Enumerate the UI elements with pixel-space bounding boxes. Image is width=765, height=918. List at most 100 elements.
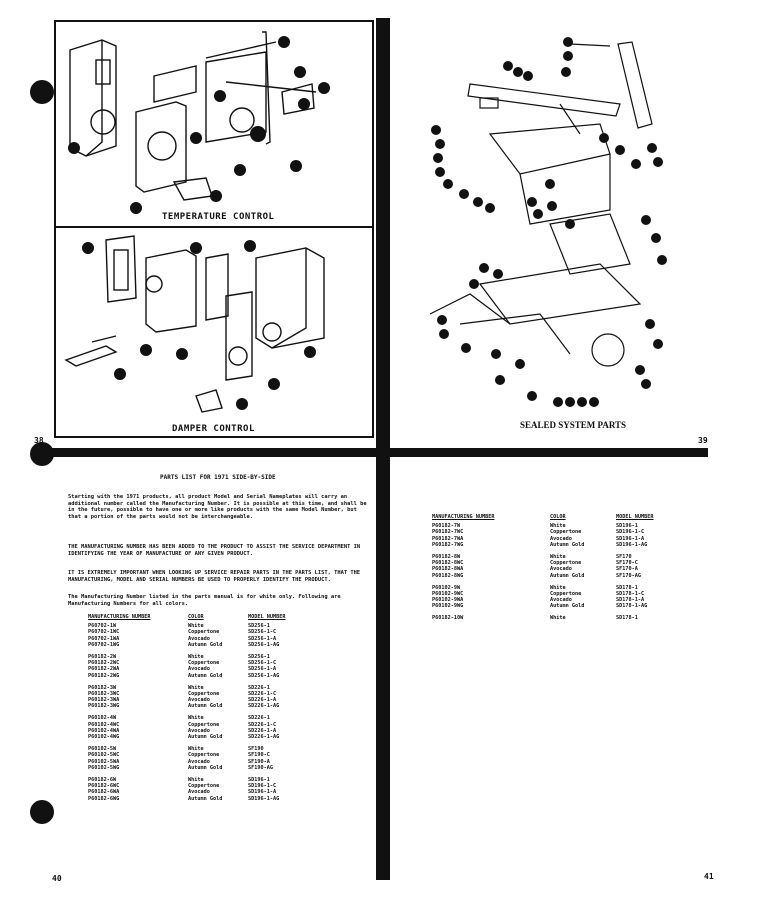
color-cell: White	[188, 746, 204, 753]
notice-paragraph: IT IS EXTREMELY IMPORTANT WHEN LOOKING U…	[68, 570, 361, 583]
model-number-cell: SD196-1-A	[248, 789, 277, 796]
mfg-number-cell: P60182-8WC	[432, 560, 464, 567]
color-cell: Autumn Gold	[188, 734, 223, 740]
color-cell: White	[550, 553, 566, 560]
page-number: 39	[698, 436, 708, 445]
model-number-cell: SD256-1-A	[248, 635, 277, 642]
model-number-cell: SD226-1-A	[248, 697, 277, 704]
color-cell: White	[550, 584, 566, 591]
temperature-control-diagram	[54, 20, 374, 228]
model-number-cell: SD178-1	[616, 615, 638, 622]
mfg-number-cell: P60182-2WC	[88, 660, 120, 667]
mfg-number-cell: P60182-7W	[432, 523, 461, 530]
mfg-number-cell: P60182-2WA	[88, 666, 120, 673]
mfg-number-cell: P60182-3W	[88, 684, 117, 691]
mfg-number-cell: P60102-5WC	[88, 752, 120, 759]
punch-hole	[30, 800, 54, 824]
notice-paragraph: The Manufacturing Number listed in the p…	[68, 594, 341, 607]
model-number-cell: SF170	[616, 553, 632, 560]
mfg-number-cell: P60102-4W	[88, 715, 117, 722]
mfg-number-cell: P60182-8WG	[432, 572, 464, 579]
color-cell: Autumn Gold	[188, 641, 223, 648]
model-number-cell: SD226-1-A	[248, 727, 277, 734]
mfg-number-cell: P60102-5WG	[88, 764, 120, 771]
model-number-cell: SD178-1-AG	[616, 603, 648, 610]
color-cell: Autumn Gold	[550, 603, 585, 610]
page-divider-bar	[40, 448, 708, 457]
model-number-cell: SD256-1-A	[248, 666, 277, 673]
color-cell: White	[550, 615, 566, 622]
column-header: MODEL NUMBER	[248, 614, 286, 620]
model-number-cell: SF170-A	[616, 566, 638, 573]
sealed-system-caption: SEALED SYSTEM PARTS	[520, 420, 627, 430]
mfg-number-cell: P60102-9WC	[432, 590, 464, 597]
punch-hole	[30, 80, 54, 104]
column-header: COLOR	[550, 514, 566, 520]
color-cell: Avocado	[188, 666, 210, 673]
model-number-cell: SF170-C	[616, 560, 638, 567]
color-cell: Coppertone	[188, 690, 220, 697]
mfg-number-cell: P60702-1WC	[88, 629, 120, 636]
model-number-cell: SF190-A	[248, 758, 270, 765]
mfg-number-cell: P60182-7WA	[432, 535, 464, 542]
color-cell: Autumn Gold	[550, 572, 585, 579]
color-cell: White	[188, 776, 204, 783]
color-cell: Avocado	[188, 789, 210, 796]
mfg-number-cell: P60702-1W	[88, 623, 117, 630]
model-number-cell: SD256-1-AG	[248, 641, 280, 648]
table-row: P60182-6W White SD196-1	[88, 777, 318, 783]
mfg-number-cell: P60182-3WG	[88, 703, 120, 710]
mfg-number-cell: P60102-4WC	[88, 721, 120, 728]
mfg-number-cell: P60182-3WA	[88, 697, 120, 704]
model-number-cell: SD226-1	[248, 715, 270, 722]
model-number-cell: SF170-AG	[616, 572, 641, 579]
model-number-cell: SD256-1-C	[248, 629, 277, 636]
column-header: MANUFACTURING NUMBER	[432, 514, 495, 520]
page-number: 40	[52, 874, 62, 883]
mfg-number-cell: P60182-6WG	[88, 795, 120, 802]
model-number-cell: SD196-1-C	[616, 529, 645, 536]
model-number-cell: SD256-1-AG	[248, 672, 280, 679]
table-header: MANUFACTURING NUMBER COLOR MODEL NUMBER	[432, 514, 686, 520]
model-number-cell: SD196-1	[248, 776, 270, 783]
color-cell: Autumn Gold	[188, 672, 223, 679]
color-cell: Avocado	[188, 635, 210, 642]
color-cell: Autumn Gold	[550, 541, 585, 548]
sealed-system-illustration	[429, 37, 667, 407]
intro-paragraph: Starting with the 1971 products, all pro…	[68, 494, 367, 520]
color-cell: Autumn Gold	[188, 764, 223, 771]
mfg-number-cell: P60182-8W	[432, 553, 461, 560]
mfg-number-cell: P60102-4WA	[88, 727, 120, 734]
mfg-number-cell: P60182-6W	[88, 776, 117, 783]
color-cell: Coppertone	[550, 590, 582, 597]
model-number-cell: SD196-1-AG	[616, 541, 648, 548]
model-number-cell: SD226-1-AG	[248, 703, 280, 710]
model-number-cell: SD178-1	[616, 584, 638, 591]
mfg-number-cell: P60702-1WA	[88, 635, 120, 642]
mfg-number-cell: P60182-2WG	[88, 672, 120, 679]
